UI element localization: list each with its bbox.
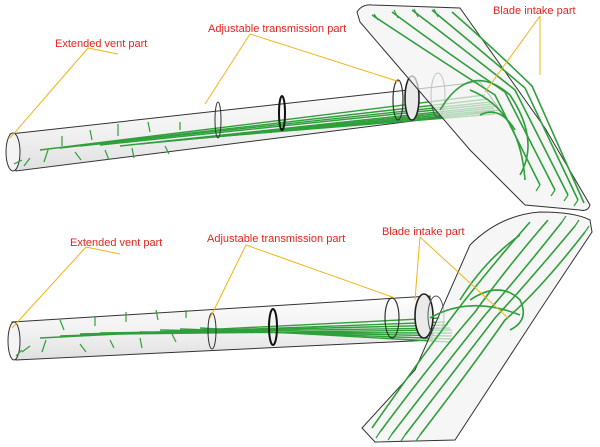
bottom-ring-2 <box>268 308 278 346</box>
bottom-label-blade: Blade intake part <box>382 226 465 238</box>
top-label-vent: Extended vent part <box>55 38 147 50</box>
bottom-shaft-end-cap <box>7 321 21 361</box>
bottom-assembly: Extended vent part Adjustable transmissi… <box>7 211 593 443</box>
bottom-blade-outline <box>361 211 593 443</box>
top-shaft-end-cap <box>5 132 21 172</box>
top-vent-branches <box>13 121 181 167</box>
top-ring-2 <box>278 95 286 131</box>
bottom-blade-pipe-stubs <box>375 215 590 442</box>
bottom-label-vent: Extended vent part <box>70 237 162 249</box>
bottom-collar <box>414 293 434 339</box>
bottom-blade-pipes <box>371 219 586 436</box>
bottom-ring-3 <box>384 297 400 339</box>
top-label-blade: Blade intake part <box>493 5 576 17</box>
bottom-vent-branches <box>15 309 187 357</box>
top-ring-1 <box>214 101 222 139</box>
top-blade-outline <box>356 4 591 211</box>
top-blade-pipe-stubs <box>373 8 579 207</box>
bottom-pipe-bundle <box>39 317 453 343</box>
top-label-transmission: Adjustable transmission part <box>208 23 346 35</box>
top-blade-pipes <box>371 9 585 204</box>
top-leader-lines <box>9 15 541 139</box>
bottom-shaft-body <box>11 295 433 361</box>
bottom-label-transmission: Adjustable transmission part <box>207 233 345 245</box>
bottom-leader-lines <box>11 236 509 329</box>
top-assembly: Extended vent part Adjustable transmissi… <box>5 4 591 211</box>
top-ring-3 <box>392 79 404 121</box>
